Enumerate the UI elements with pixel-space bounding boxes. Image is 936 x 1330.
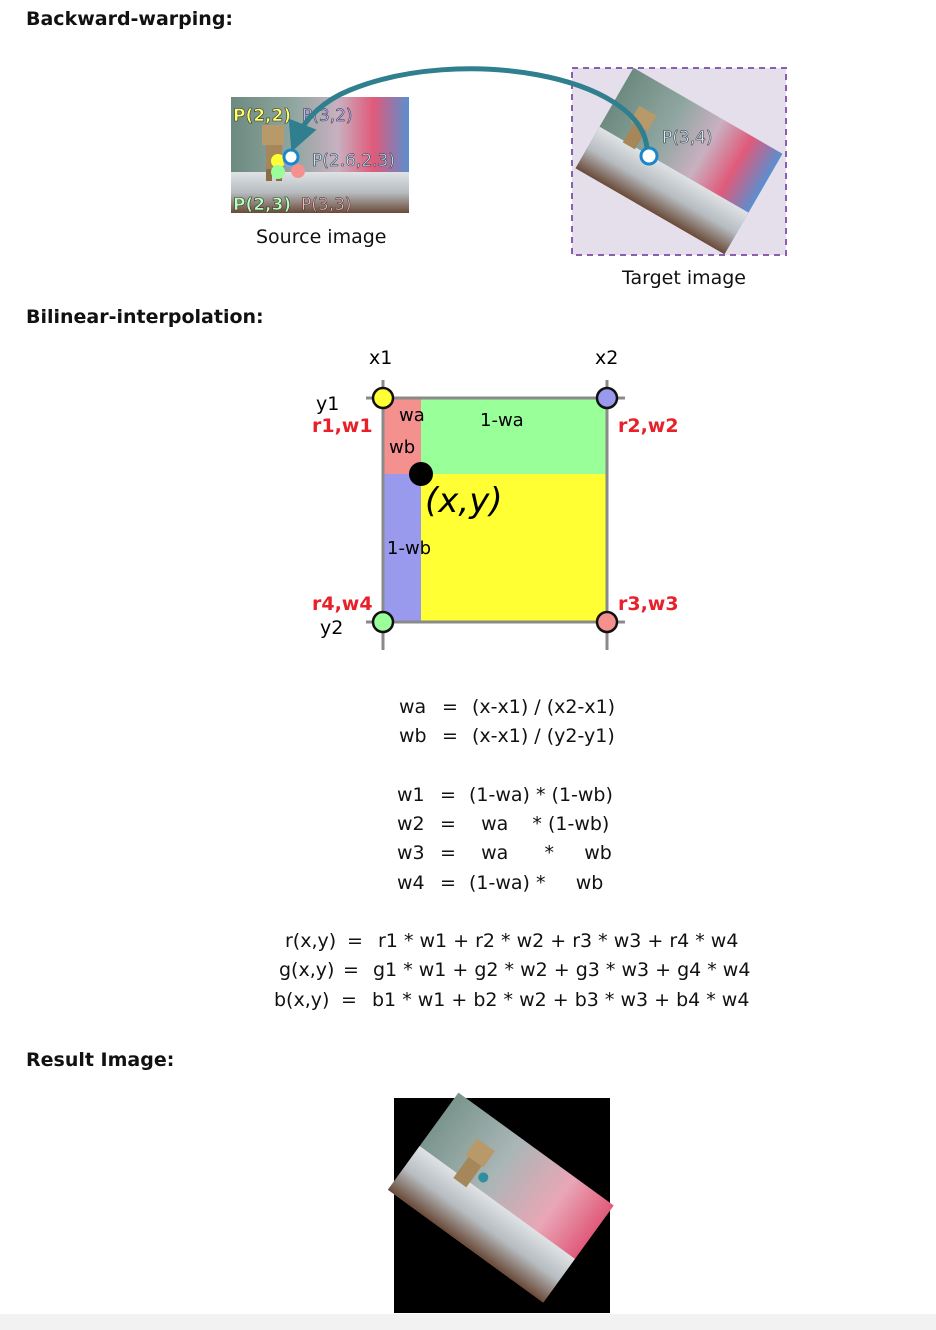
eq-w3-lhs: w3 [397,842,425,864]
eq-w4-eq: = [440,872,456,894]
page-bottom-strip [0,1314,936,1330]
label-x2: x2 [595,347,618,369]
label-y2: y2 [320,617,343,639]
label-p23: P(2,3) [233,195,291,215]
eq-w4-rhs: (1-wa) * wb [469,872,604,894]
label-r3w3: r3,w3 [618,593,679,615]
eq-b-rhs: b1 * w1 + b2 * w2 + b3 * w3 + b4 * w4 [372,989,750,1011]
label-y1: y1 [316,393,339,415]
eq-w2-lhs: w2 [397,813,425,835]
eq-w4-lhs: w4 [397,872,425,894]
target-point-p34 [639,146,659,166]
backward-warp-arrow [288,66,650,152]
result-image-rotated [387,1092,614,1303]
bilinear-grid [366,380,625,650]
corner-r1 [371,386,395,410]
region-w2-blue [383,474,421,622]
eq-w1-lhs: w1 [397,784,425,806]
sample-dot-p23 [271,165,285,179]
region-w1-yellow [421,474,607,622]
corner-r3 [595,610,619,634]
label-p34: P(3,4) [662,128,713,148]
label-p33: P(3,3) [301,195,352,215]
source-image [231,97,409,213]
region-w4-green [421,398,607,474]
label-xy: (x,y) [425,481,503,521]
label-wa: wa [399,405,425,426]
eq-r-rhs: r1 * w1 + r2 * w2 + r3 * w3 + r4 * w4 [378,930,739,952]
corner-r2 [595,386,619,410]
eq-w2-rhs: wa * (1-wb) [469,813,610,835]
sample-dot-p33 [291,164,305,178]
eq-wb-rhs: (x-x1) / (y2-y1) [472,725,615,747]
section-title-bilinear-interpolation: Bilinear-interpolation: [26,306,264,328]
label-r4w4: r4,w4 [312,593,373,615]
eq-w1-rhs: (1-wa) * (1-wb) [469,784,613,806]
region-w3-pink [383,398,421,474]
eq-wb-eq: = [442,725,458,747]
eq-g-rhs: g1 * w1 + g2 * w2 + g3 * w3 + g4 * w4 [373,959,751,981]
sample-dot-p2623 [282,148,300,166]
section-title-result-image: Result Image: [26,1049,175,1071]
corner-r4 [371,610,395,634]
source-image-caption: Source image [256,226,387,248]
target-image-caption: Target image [622,267,747,289]
label-1-wa: 1-wa [480,410,524,431]
label-p2623: P(2.6,2.3) [312,151,395,171]
eq-wb-lhs: wb [399,725,427,747]
eq-w2-eq: = [440,813,456,835]
label-1-wb: 1-wb [387,538,431,559]
interpolation-point [409,462,433,486]
eq-r-eq: = [347,930,363,952]
eq-b-lhs: b(x,y) [274,989,330,1011]
eq-wa-rhs: (x-x1) / (x2-x1) [472,696,616,718]
section-title-backward-warping: Backward-warping: [26,8,234,30]
eq-w1-eq: = [440,784,456,806]
label-r2w2: r2,w2 [618,415,679,437]
label-wb: wb [389,437,415,458]
sample-dot-p22 [271,154,285,168]
eq-b-eq: = [341,989,357,1011]
label-r1w1: r1,w1 [312,415,373,437]
eq-w3-eq: = [440,842,456,864]
eq-g-lhs: g(x,y) [279,959,335,981]
label-p22: P(2,2) [233,106,291,126]
label-x1: x1 [369,347,392,369]
eq-g-eq: = [343,959,359,981]
eq-wa-lhs: wa [399,696,427,718]
eq-wa-eq: = [442,696,458,718]
eq-r-lhs: r(x,y) [285,930,337,952]
eq-w3-rhs: wa * wb [469,842,612,864]
